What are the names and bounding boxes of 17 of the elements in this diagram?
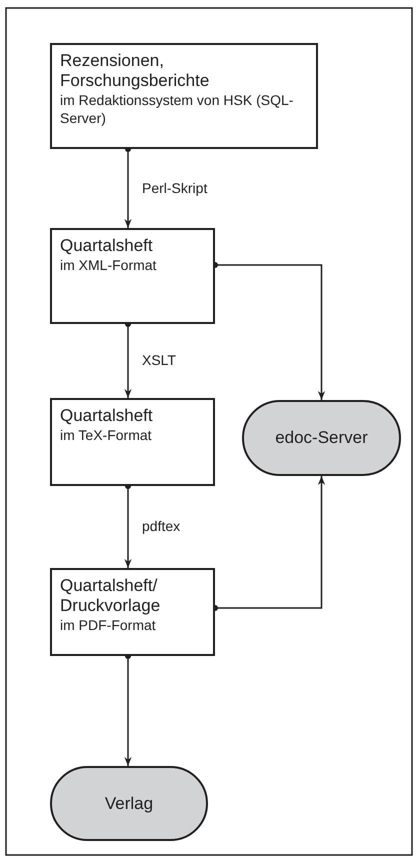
node-title: edoc-Server — [275, 428, 368, 448]
node-description: im Redaktionssystem von HSK (SQL-Server) — [60, 91, 294, 127]
node-title: Quartalsheft/ Druckvorlage — [60, 576, 162, 616]
node-description: im PDF-Format — [60, 616, 157, 634]
node-title: Quartalsheft — [60, 236, 154, 256]
edge-label: Perl-Skript — [140, 180, 210, 196]
node-description: im TeX-Format — [60, 426, 153, 444]
node-title: Verlag — [104, 794, 154, 814]
process-box — [50, 398, 215, 486]
edge-label: pdftex — [140, 518, 182, 534]
process-box — [50, 43, 318, 149]
node-title: Quartalsheft — [60, 406, 154, 426]
node-title: Rezensionen, Forschungsberichte — [60, 51, 210, 91]
node-description: im XML-Format — [60, 256, 158, 274]
edge-label: XSLT — [140, 352, 178, 368]
process-box — [50, 228, 215, 324]
process-box — [50, 568, 215, 656]
